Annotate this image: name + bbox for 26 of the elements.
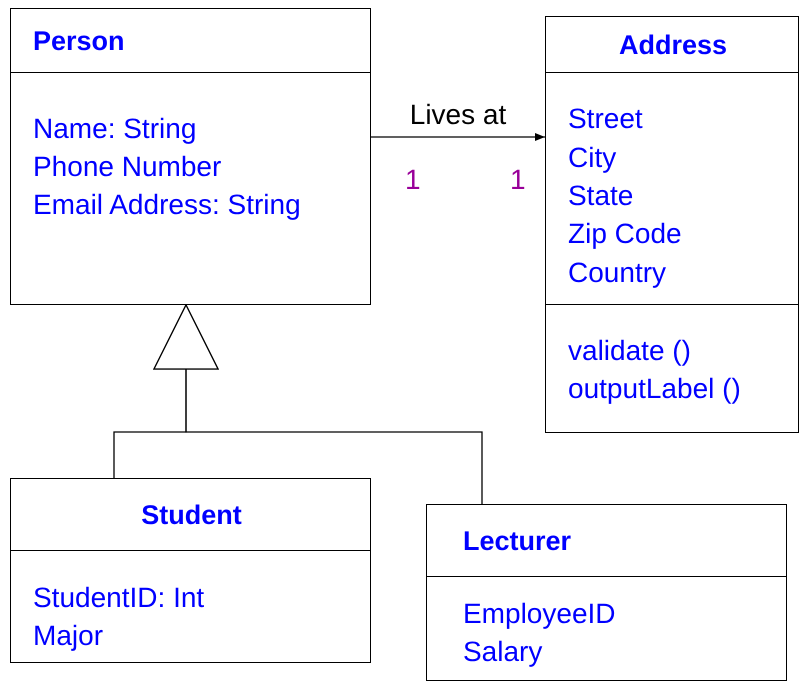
class-member: EmployeeID xyxy=(463,597,616,631)
class-member: StudentID: Int xyxy=(33,581,204,615)
class-member: Salary xyxy=(463,635,542,669)
class-box xyxy=(545,16,799,433)
class-name: Lecturer xyxy=(463,525,572,558)
class-member: outputLabel () xyxy=(568,372,741,406)
class-box xyxy=(426,504,787,681)
class-member: Major xyxy=(33,619,104,653)
multiplicity-label: 1 xyxy=(405,164,421,196)
class-name: Student xyxy=(141,500,242,530)
class-member: Email Address: String xyxy=(33,188,301,222)
class-name: Person xyxy=(33,25,125,58)
class-member: Zip Code xyxy=(568,217,682,251)
class-box xyxy=(10,478,371,663)
association-arrow xyxy=(371,133,545,141)
class-box xyxy=(10,8,371,305)
class-name: Address xyxy=(618,30,728,60)
class-member: Country xyxy=(568,256,666,290)
class-member: Name: String xyxy=(33,112,196,146)
generalization-arrow xyxy=(153,304,483,504)
multiplicity-label: 1 xyxy=(510,164,526,196)
class-member: State xyxy=(568,179,634,213)
class-member: validate () xyxy=(568,334,691,368)
class-member: Phone Number xyxy=(33,150,222,184)
class-member: City xyxy=(568,141,616,175)
class-member: Street xyxy=(568,102,643,136)
